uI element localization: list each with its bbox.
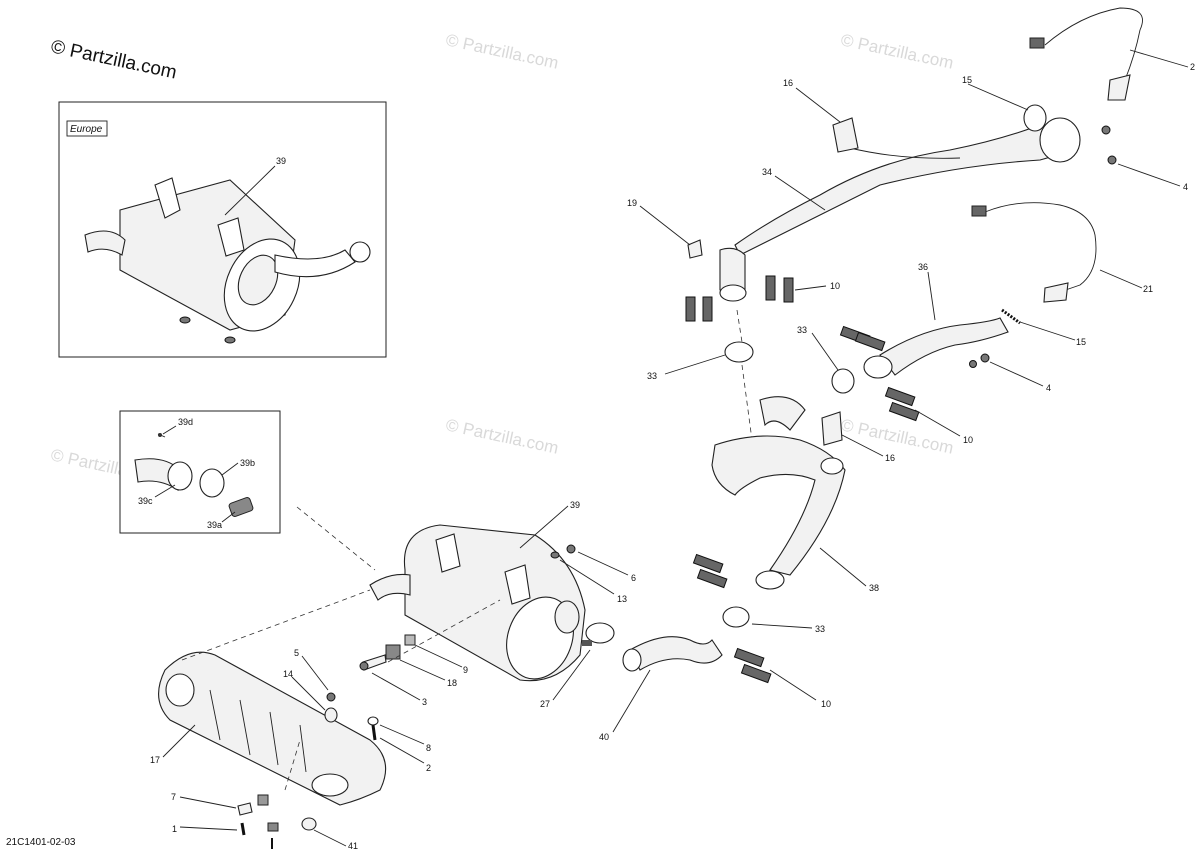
spacer-18 bbox=[385, 644, 401, 660]
callout-33-low: 33 bbox=[815, 624, 825, 634]
callout-41: 41 bbox=[348, 841, 358, 849]
callout-16: 16 bbox=[783, 78, 793, 88]
callout-10-mid: 10 bbox=[963, 435, 973, 445]
kit-spring-39a bbox=[228, 497, 254, 517]
springs-10-low bbox=[692, 553, 772, 684]
watermark-main: © Partzilla.com bbox=[49, 36, 179, 83]
bracket-7 bbox=[237, 794, 269, 816]
kit-gasket-39c bbox=[167, 461, 193, 491]
callout-13: 13 bbox=[617, 594, 627, 604]
callout-38: 38 bbox=[869, 583, 879, 593]
callout-1: 1 bbox=[172, 824, 177, 834]
heat-shield-17 bbox=[158, 651, 387, 806]
washer-19 bbox=[687, 239, 703, 259]
callout-9: 9 bbox=[463, 665, 468, 675]
screw-2 bbox=[371, 724, 377, 741]
watermark-faint: © Partzilla.com bbox=[444, 415, 560, 457]
springs-10-top bbox=[685, 275, 794, 322]
outlet-pipe-40 bbox=[622, 636, 723, 672]
kit-screw-39d bbox=[158, 433, 162, 437]
rubber-mount-16-mid bbox=[821, 411, 843, 446]
springs-10-mid bbox=[839, 325, 920, 422]
y-pipe-38 bbox=[711, 396, 846, 590]
region-tag bbox=[66, 120, 108, 137]
callout-18: 18 bbox=[447, 678, 457, 688]
europe-inset: Europe 39 bbox=[58, 101, 387, 358]
callout-4-rear: 4 bbox=[1046, 383, 1051, 393]
callout-39c: 39c bbox=[138, 496, 153, 506]
kit-gasket-39b bbox=[199, 468, 225, 498]
callout-39d: 39d bbox=[178, 417, 193, 427]
callout-10-low: 10 bbox=[821, 699, 831, 709]
callout-27: 27 bbox=[540, 699, 550, 709]
front-header-pipe-34 bbox=[719, 117, 1081, 302]
muffler-39 bbox=[369, 524, 586, 682]
callout-36: 36 bbox=[918, 262, 928, 272]
callout-40: 40 bbox=[599, 732, 609, 742]
watermark-faint: © Partzilla.com bbox=[444, 30, 560, 72]
oxygen-sensor-21 bbox=[971, 202, 1097, 303]
callout-4: 4 bbox=[1183, 182, 1188, 192]
diagram-code: 21C1401-02-03 bbox=[6, 837, 76, 848]
oxygen-sensor-2 bbox=[1029, 7, 1143, 101]
inset-muffler bbox=[84, 177, 371, 344]
watermark-faint: © Partzilla.com bbox=[839, 30, 955, 72]
rear-header-pipe-36 bbox=[863, 317, 1009, 379]
callout-2-low: 2 bbox=[426, 763, 431, 773]
muffler-kit-inset: 39d 39b 39c 39a bbox=[119, 410, 281, 534]
callout-16-mid: 16 bbox=[885, 453, 895, 463]
callout-7: 7 bbox=[171, 792, 176, 802]
callout-34: 34 bbox=[762, 167, 772, 177]
nut-4-top bbox=[1101, 125, 1117, 165]
callout-15: 15 bbox=[962, 75, 972, 85]
bolt-1 bbox=[240, 822, 279, 849]
gasket-15-rear bbox=[1001, 308, 1021, 325]
callout-39-inset: 39 bbox=[276, 156, 286, 166]
callout-17: 17 bbox=[150, 755, 160, 765]
callout-5: 5 bbox=[294, 648, 299, 658]
ring-33-top bbox=[724, 341, 754, 363]
callout-2: 2 bbox=[1190, 62, 1195, 72]
callout-14: 14 bbox=[283, 669, 293, 679]
callout-39a: 39a bbox=[207, 520, 222, 530]
grommet-41 bbox=[301, 817, 317, 831]
washer-6 bbox=[550, 544, 576, 559]
rubber-mount-16-top bbox=[832, 117, 859, 153]
callout-10: 10 bbox=[830, 281, 840, 291]
bushing-9 bbox=[404, 634, 416, 646]
callout-33-mid: 33 bbox=[797, 325, 807, 335]
callout-6: 6 bbox=[631, 573, 636, 583]
ring-33-low bbox=[722, 606, 750, 628]
callout-8: 8 bbox=[426, 743, 431, 753]
nut-5 bbox=[326, 692, 336, 702]
gasket-15-top bbox=[1023, 104, 1047, 132]
bolt-3 bbox=[359, 654, 387, 671]
ring-33-mid bbox=[831, 368, 855, 394]
watermark-faint: © Partzilla.com bbox=[839, 415, 955, 457]
callout-39: 39 bbox=[570, 500, 580, 510]
callout-15-rear: 15 bbox=[1076, 337, 1086, 347]
region-label: Europe bbox=[70, 124, 103, 135]
clamp-27 bbox=[582, 622, 615, 646]
callout-19: 19 bbox=[627, 198, 637, 208]
callout-3: 3 bbox=[422, 697, 427, 707]
callout-33: 33 bbox=[647, 371, 657, 381]
washer-8 bbox=[367, 716, 379, 726]
nut-4-rear bbox=[969, 353, 990, 368]
callout-39b: 39b bbox=[240, 458, 255, 468]
callout-21: 21 bbox=[1143, 284, 1153, 294]
grommet-14 bbox=[324, 707, 338, 723]
